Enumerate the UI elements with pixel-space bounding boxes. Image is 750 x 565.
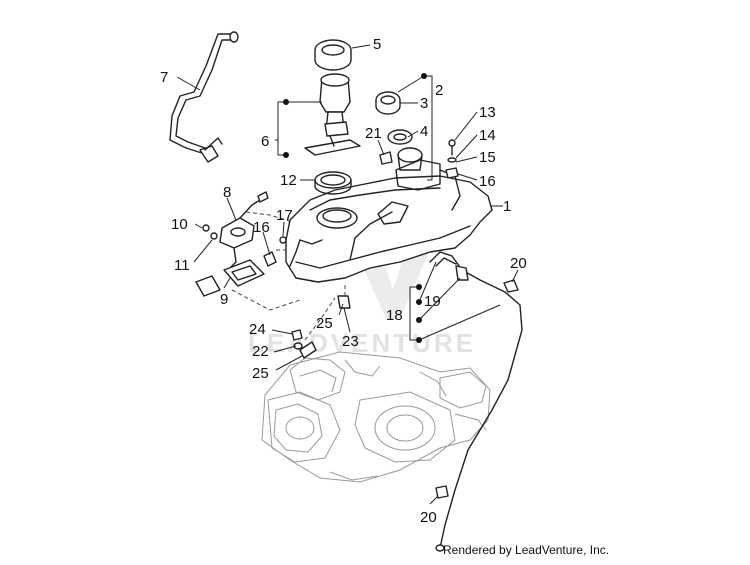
fuel-level-sender [195, 191, 287, 297]
callout-22: 22 [252, 343, 269, 360]
tank-fittings [379, 139, 459, 179]
pump-ring-nut [314, 39, 352, 71]
callout-3: 3 [420, 95, 428, 112]
callout-5: 5 [373, 36, 381, 53]
callout-9: 9 [220, 291, 228, 308]
callout-6: 6 [261, 133, 269, 150]
dashed-guides [231, 211, 346, 341]
bracket-group-6 [275, 99, 322, 158]
pump-gasket [314, 171, 352, 195]
drain-pipe [429, 251, 523, 552]
callout-1: 1 [503, 198, 511, 215]
callout-23: 23 [342, 333, 359, 350]
callout-2: 2 [435, 82, 443, 99]
credit-text: Rendered by LeadVenture, Inc. [443, 543, 610, 557]
callout-14: 14 [479, 127, 496, 144]
callout-labels: 1 2 3 4 5 6 7 8 9 10 11 12 13 14 15 16 1… [160, 36, 527, 526]
callout-21: 21 [365, 125, 382, 142]
callout-4: 4 [420, 123, 428, 140]
callout-19: 19 [424, 293, 441, 310]
callout-20-bottom: 20 [420, 509, 437, 526]
bracket-group-2 [397, 73, 433, 181]
filler-cap-assembly [375, 91, 423, 171]
callout-25-upper: 25 [316, 315, 333, 332]
fuel-pump [304, 73, 361, 156]
callout-24: 24 [249, 321, 266, 338]
callout-15: 15 [479, 149, 496, 166]
callout-7: 7 [160, 69, 168, 86]
fuel-tank [285, 159, 493, 283]
leader-lines [176, 44, 519, 505]
callout-10: 10 [171, 216, 188, 233]
callout-17: 17 [276, 207, 293, 224]
callout-20-top: 20 [510, 255, 527, 272]
callout-18: 18 [386, 307, 403, 324]
vent-hose [169, 31, 239, 163]
callout-12: 12 [280, 172, 297, 189]
callout-8: 8 [223, 184, 231, 201]
callout-25-lower: 25 [252, 365, 269, 382]
callout-11: 11 [174, 257, 190, 274]
bolts [291, 295, 351, 359]
callout-16-left: 16 [253, 219, 270, 236]
callout-13: 13 [479, 104, 496, 121]
engine-assembly [261, 351, 491, 483]
bracket-group-18 [409, 261, 501, 343]
callout-16-right: 16 [479, 173, 496, 190]
